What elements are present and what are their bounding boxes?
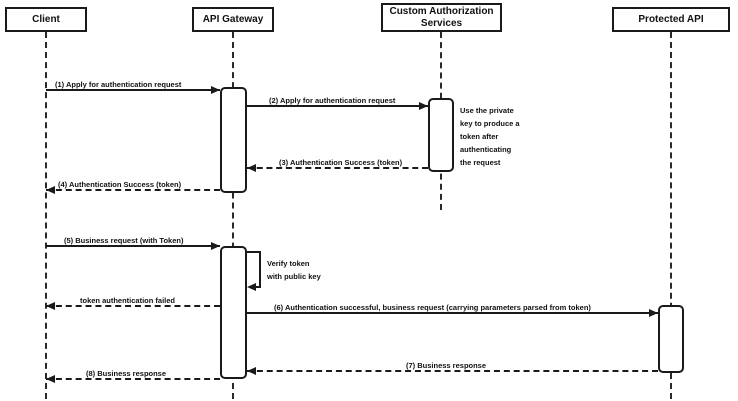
actor-api-gateway: API Gateway [192, 7, 274, 32]
actor-custom-authorization-services: Custom Authorization Services [381, 3, 502, 32]
message-1-line [46, 89, 220, 91]
message-2-label: (2) Apply for authentication request [269, 96, 396, 105]
actor-client-label: Client [32, 13, 60, 25]
message-4-arrowhead [46, 186, 55, 194]
message-5-line [46, 245, 220, 247]
message-token-auth-failed-arrowhead [46, 302, 55, 310]
message-6-label: (6) Authentication successful, business … [274, 303, 591, 312]
message-5-arrowhead [211, 242, 220, 250]
self-message-verify-token-label-line2: with public key [267, 272, 321, 281]
actor-client: Client [5, 7, 87, 32]
note-use-private-key-line3: token after [460, 132, 499, 141]
actor-protected-api-label: Protected API [638, 13, 704, 25]
self-message-verify-token-side [259, 251, 261, 287]
activation-custom-auth-services [428, 98, 454, 172]
note-use-private-key-line1: Use the private [460, 106, 514, 115]
lifeline-protected-api [670, 32, 672, 399]
message-6-line [247, 312, 658, 314]
activation-api-gateway-2 [220, 246, 247, 379]
message-2-arrowhead [419, 102, 428, 110]
message-2-line [247, 105, 428, 107]
message-7-arrowhead [247, 367, 256, 375]
lifeline-client [45, 32, 47, 399]
message-3-line [247, 167, 428, 169]
message-7-line [247, 370, 658, 372]
note-use-private-key-line2: key to produce a [460, 119, 520, 128]
message-1-label: (1) Apply for authentication request [55, 80, 182, 89]
lifeline-api-gateway [232, 32, 234, 399]
message-7-label: (7) Business response [406, 361, 487, 370]
self-message-verify-token-top [247, 251, 261, 253]
note-use-private-key: Use the private key to produce a token aft… [460, 104, 520, 169]
actor-custom-authorization-services-label: Custom Authorization Services [389, 5, 494, 29]
message-5-label: (5) Business request (with Token) [64, 236, 184, 245]
message-6-arrowhead [649, 309, 658, 317]
self-message-verify-token-arrowhead [247, 283, 256, 291]
message-3-arrowhead [247, 164, 256, 172]
message-token-auth-failed-label: token authentication failed [80, 296, 176, 305]
message-8-line [46, 378, 220, 380]
activation-api-gateway-1 [220, 87, 247, 193]
self-message-verify-token-label-line1: Verify token [267, 259, 310, 268]
actor-protected-api: Protected API [612, 7, 730, 32]
message-3-label: (3) Authentication Success (token) [279, 158, 403, 167]
message-token-auth-failed-line [46, 305, 220, 307]
note-use-private-key-line4: authenticating [460, 145, 512, 154]
message-4-line [46, 189, 220, 191]
actor-api-gateway-label: API Gateway [202, 13, 264, 25]
activation-protected-api [658, 305, 684, 373]
message-4-label: (4) Authentication Success (token) [58, 180, 182, 189]
message-8-label: (8) Business response [86, 369, 167, 378]
message-8-arrowhead [46, 375, 55, 383]
message-1-arrowhead [211, 86, 220, 94]
self-message-verify-token-bottom [254, 286, 261, 288]
note-use-private-key-line5: the request [460, 158, 501, 167]
